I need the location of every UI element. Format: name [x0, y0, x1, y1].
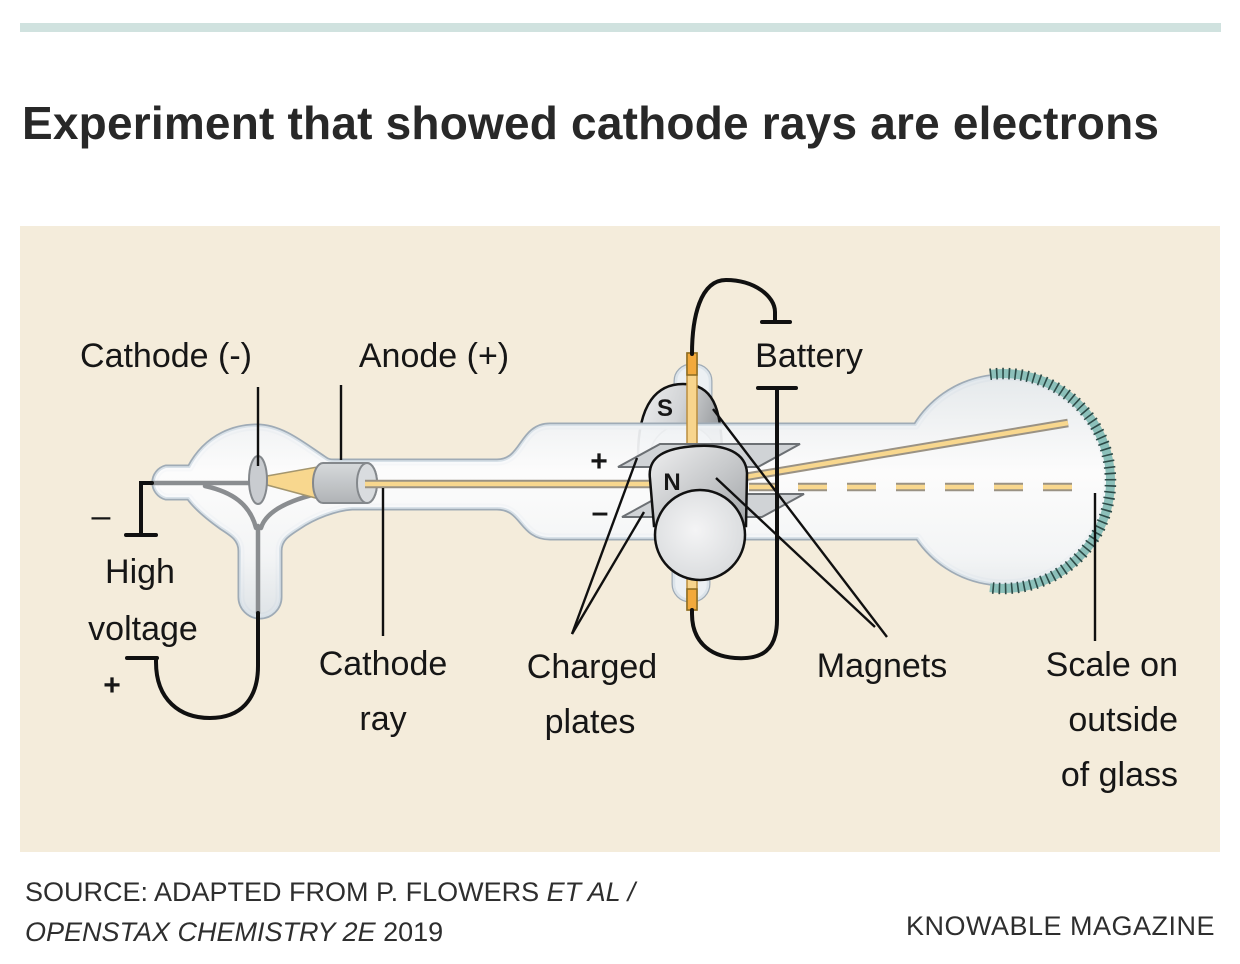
label-cathode-ray-2: ray — [359, 700, 406, 738]
label-cathode-ray-1: Cathode — [319, 645, 448, 683]
label-plate-minus: – — [592, 496, 609, 529]
label-battery: Battery — [755, 337, 863, 375]
source-note: SOURCE: ADAPTED FROM P. FLOWERS ET AL / … — [25, 872, 635, 952]
label-high-voltage-2: voltage — [88, 610, 198, 648]
label-magnet-north: N — [663, 469, 680, 496]
label-charged-plates-2: plates — [545, 703, 636, 741]
label-magnet-south: S — [657, 395, 673, 422]
label-charged-plates-1: Charged — [527, 648, 657, 686]
source-line-1: SOURCE: ADAPTED FROM P. FLOWERS ET AL / — [25, 877, 636, 907]
deflection-scale — [989, 367, 1117, 595]
magazine-credit: KNOWABLE MAGAZINE — [905, 911, 1215, 941]
label-anode: Anode (+) — [359, 337, 509, 375]
label-scale-3: of glass — [1061, 756, 1178, 794]
label-cathode: Cathode (-) — [80, 337, 252, 375]
label-hv-plus: + — [103, 669, 121, 702]
label-high-voltage-1: High — [105, 553, 175, 591]
label-scale-2: outside — [1068, 701, 1178, 739]
label-pointers — [256, 385, 1097, 641]
magnet-north-cylinder — [648, 444, 749, 582]
battery-circuit — [690, 277, 798, 661]
label-plate-plus: + — [590, 445, 608, 478]
cathode-ray-tube-diagram: Cathode (-) Anode (+) Battery – High vol… — [80, 277, 1178, 794]
page-title: Experiment that showed cathode rays are … — [22, 96, 1160, 149]
glass-tube — [151, 373, 1111, 620]
label-hv-minus: – — [92, 497, 111, 535]
source-line-2: OPENSTAX CHEMISTRY 2E 2019 — [25, 917, 444, 947]
label-scale-1: Scale on — [1046, 646, 1178, 684]
cathode-ray-beam — [365, 418, 1087, 492]
high-voltage-circuit — [124, 481, 260, 721]
label-magnets: Magnets — [817, 647, 947, 685]
accent-bar — [20, 23, 1221, 32]
